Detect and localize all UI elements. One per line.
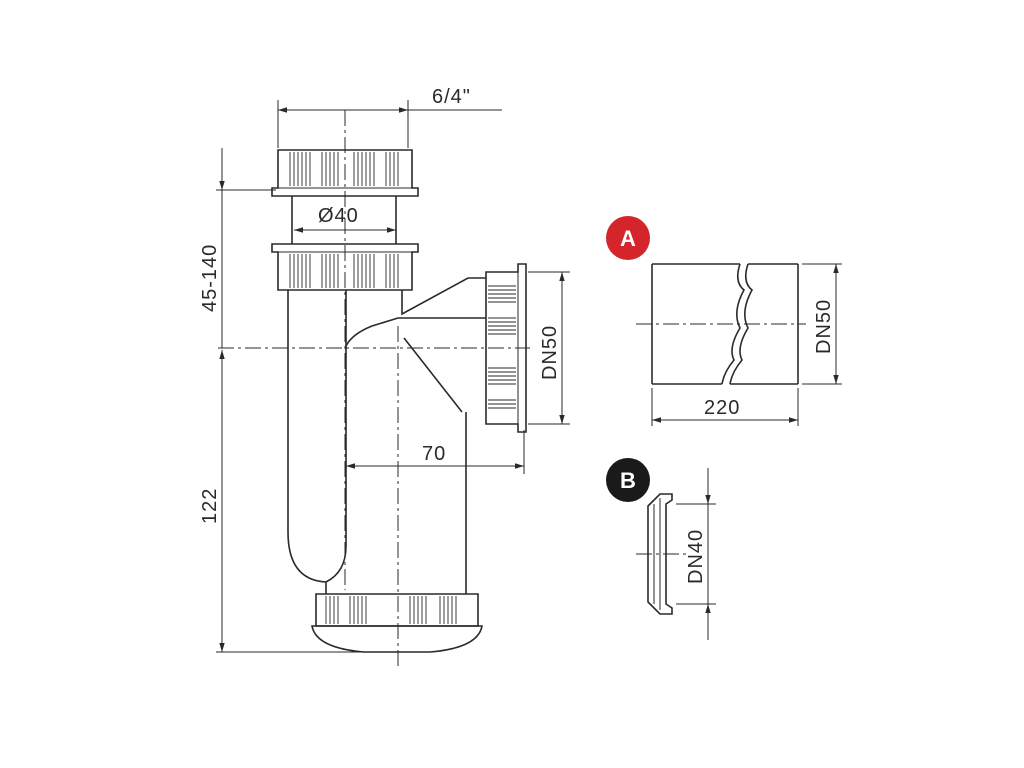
top-nut xyxy=(271,149,419,197)
b-diameter-label: DN40 xyxy=(685,529,707,584)
thread-label: 6/4" xyxy=(432,86,471,108)
dimension-thread: 6/4" xyxy=(277,86,502,148)
bottom-height-label: 122 xyxy=(199,488,221,524)
dimension-inner-diameter: Ø40 xyxy=(294,205,396,233)
bottom-cap xyxy=(311,593,483,653)
dimension-outlet: DN50 xyxy=(528,271,570,425)
middle-nut-ribs xyxy=(289,254,399,288)
offset-label: 70 xyxy=(422,443,446,465)
outlet-nut xyxy=(485,263,527,433)
inner-diameter-label: Ø40 xyxy=(318,205,359,227)
badge-a-label: A xyxy=(620,226,636,251)
dimension-height-adjust: 45-140 xyxy=(199,148,276,348)
height-adjust-label: 45-140 xyxy=(199,244,221,312)
siphon-body xyxy=(287,277,486,594)
dimension-offset: 70 xyxy=(346,430,525,474)
badge-b-label: B xyxy=(620,468,636,493)
a-diameter-label: DN50 xyxy=(813,299,835,354)
dimension-a-diameter: DN50 xyxy=(802,263,842,385)
a-length-label: 220 xyxy=(704,397,740,419)
badge-a xyxy=(606,216,650,260)
outlet-label: DN50 xyxy=(539,325,561,380)
top-nut-ribs xyxy=(289,152,399,186)
dimension-bottom-height: 122 xyxy=(199,350,396,653)
badge-b xyxy=(606,458,650,502)
inlet-tube xyxy=(291,196,397,244)
dimension-b-diameter: DN40 xyxy=(676,468,716,640)
rubber-seal xyxy=(647,493,673,615)
bottle-siphon xyxy=(218,110,530,668)
part-a: A 220 DN50 xyxy=(606,216,842,426)
bottom-cap-ribs xyxy=(325,596,457,624)
outlet-nut-ribs xyxy=(488,285,516,409)
dimension-a-length: 220 xyxy=(651,388,799,426)
part-b: B DN40 xyxy=(606,458,716,640)
pipe-segment xyxy=(651,263,799,385)
